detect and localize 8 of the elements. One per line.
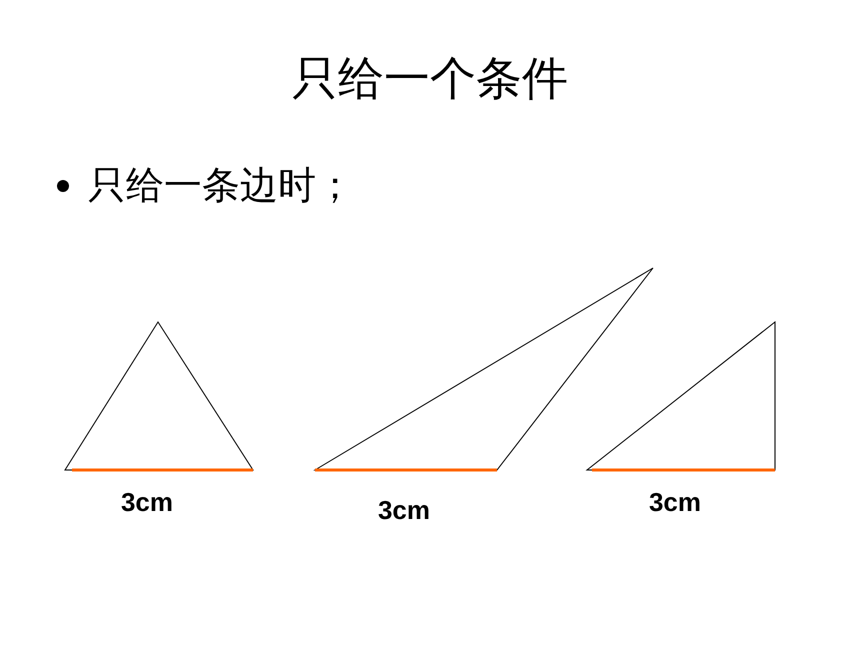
side-length-label: 3cm [648,487,702,517]
triangle-shape [64,321,254,472]
triangle-shape [586,321,776,472]
title: 只给一个条件 [291,50,569,107]
triangle-shape [314,267,654,472]
side-length-label: 3cm [120,487,174,517]
bullet-text: 只给一条边时； [88,162,354,209]
side-length-label: 3cm [376,495,432,525]
